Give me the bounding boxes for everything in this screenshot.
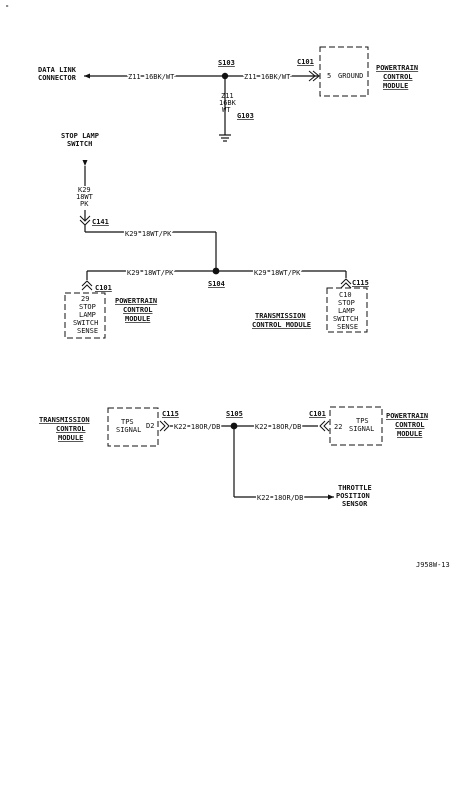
wire-label-k22-right: K22 18OR/DB: [255, 423, 301, 431]
connector-c115-right: C115: [352, 279, 369, 287]
left-pin-label-3: SWITCH: [73, 319, 98, 327]
tcm-left-label-1: TRANSMISSION: [39, 416, 90, 424]
sensor-label-2: POSITION: [336, 492, 370, 500]
wire-label-k29-right: K29 18WT/PK: [254, 269, 301, 277]
tcm-left-label-2: CONTROL: [56, 425, 86, 433]
wire-label-k22-left: K22 18OR/DB: [174, 423, 220, 431]
data-link-label-1: DATA LINK: [38, 66, 77, 74]
pcm-box-stop-lamp: [64, 292, 106, 339]
wire-label-k29-horiz: K29 18WT/PK: [125, 230, 172, 238]
drop-wire-wt: WT: [222, 106, 231, 114]
pin-5: 5: [327, 72, 331, 80]
wire-label-k22-bottom: K22 18OR/DB: [257, 494, 303, 502]
connector-symbol-c115-right: [340, 278, 352, 289]
wire-label-z11-right: Z11 16BK/WT: [244, 73, 291, 81]
connector-symbol-c115-tps: [159, 420, 170, 432]
sensor-label-1: THROTTLE: [338, 484, 372, 492]
sensor-label-3: SENSOR: [342, 500, 368, 508]
pin-22: 22: [334, 423, 342, 431]
arrow-stop-lamp: [82, 160, 88, 166]
data-link-label-2: CONNECTOR: [38, 74, 77, 82]
arrow-tps: [328, 494, 334, 500]
splice-s104: S104: [208, 280, 225, 288]
connector-c101-left: C101: [95, 284, 112, 292]
connector-c101-tps: C101: [309, 410, 326, 418]
connector-symbol-c101-top: [308, 70, 320, 82]
left-pin-label-1: STOP: [79, 303, 96, 311]
pcm-label-3: MODULE: [383, 82, 408, 90]
left-pin-label-4: SENSE: [77, 327, 98, 335]
right-pin-label-3: SWITCH: [333, 315, 358, 323]
pin-d2: D2: [146, 422, 154, 430]
pcm-label-1: POWERTRAIN: [376, 64, 418, 72]
top-mark: -: [5, 2, 9, 10]
connector-symbol-c101-tps: [319, 420, 330, 432]
wire-label-z11-left: Z11 16BK/WT: [128, 73, 175, 81]
diagram-tps-signal: TRANSMISSION CONTROL MODULE TPS SIGNAL D…: [39, 406, 428, 508]
connector-c115-tps: C115: [162, 410, 179, 418]
left-box-tps: TPS: [121, 418, 134, 426]
right-pin-label-1: STOP: [338, 299, 355, 307]
drop-wire-16bk: 16BK: [219, 99, 237, 107]
splice-s103: S103: [218, 59, 235, 67]
drop-wire-z11: Z11: [221, 92, 234, 100]
left-pin-label-2: LAMP: [79, 311, 96, 319]
pcm-right-label-2: CONTROL: [395, 421, 425, 429]
wire-label-k29-left: K29 18WT/PK: [127, 269, 174, 277]
pin-29: 29: [81, 295, 89, 303]
k29-top-1: K29: [78, 186, 91, 194]
tcm-box-tps: [107, 407, 159, 447]
pin-label-ground: GROUND: [338, 72, 363, 80]
pcm-right-label-3: MODULE: [397, 430, 422, 438]
pcm-left-label-1: POWERTRAIN: [115, 297, 157, 305]
pcm-left-label-3: MODULE: [125, 315, 150, 323]
pcm-label-2: CONTROL: [383, 73, 413, 81]
tcm-left-label-3: MODULE: [58, 434, 83, 442]
stop-lamp-label-1: STOP LAMP: [61, 132, 99, 140]
pcm-right-label-1: POWERTRAIN: [386, 412, 428, 420]
pcm-box-ground: [319, 46, 369, 97]
ground-g103: G103: [237, 112, 254, 120]
arrow-data-link: [84, 73, 90, 79]
tcm-box-stop-lamp: [326, 287, 368, 333]
figure-id: J958W-13: [416, 561, 450, 569]
stop-lamp-label-2: SWITCH: [67, 140, 92, 148]
right-pin-label-4: SENSE: [337, 323, 358, 331]
connector-c101-top: C101: [297, 58, 314, 66]
right-box-signal: SIGNAL: [349, 425, 374, 433]
diagram-stop-lamp-switch: STOP LAMP SWITCH K29 18WT PK C141 K29 18…: [61, 132, 369, 339]
tcm-right-label-1: TRANSMISSION: [255, 312, 306, 320]
connector-c141: C141: [92, 218, 109, 226]
k29-top-3: PK: [80, 200, 89, 208]
connector-symbol-c101-left: [81, 280, 93, 291]
k29-top-2: 18WT: [76, 193, 94, 201]
pin-c10: C10: [339, 291, 352, 299]
pcm-left-label-2: CONTROL: [123, 306, 153, 314]
diagram-data-link-ground: DATA LINK CONNECTOR Z11 16BK/WT S103 Z11…: [38, 46, 418, 142]
right-pin-label-2: LAMP: [338, 307, 355, 315]
right-box-tps: TPS: [356, 417, 369, 425]
left-box-signal: SIGNAL: [116, 426, 141, 434]
splice-s105: S105: [226, 410, 243, 418]
tcm-right-label-2: CONTROL MODULE: [252, 321, 311, 329]
